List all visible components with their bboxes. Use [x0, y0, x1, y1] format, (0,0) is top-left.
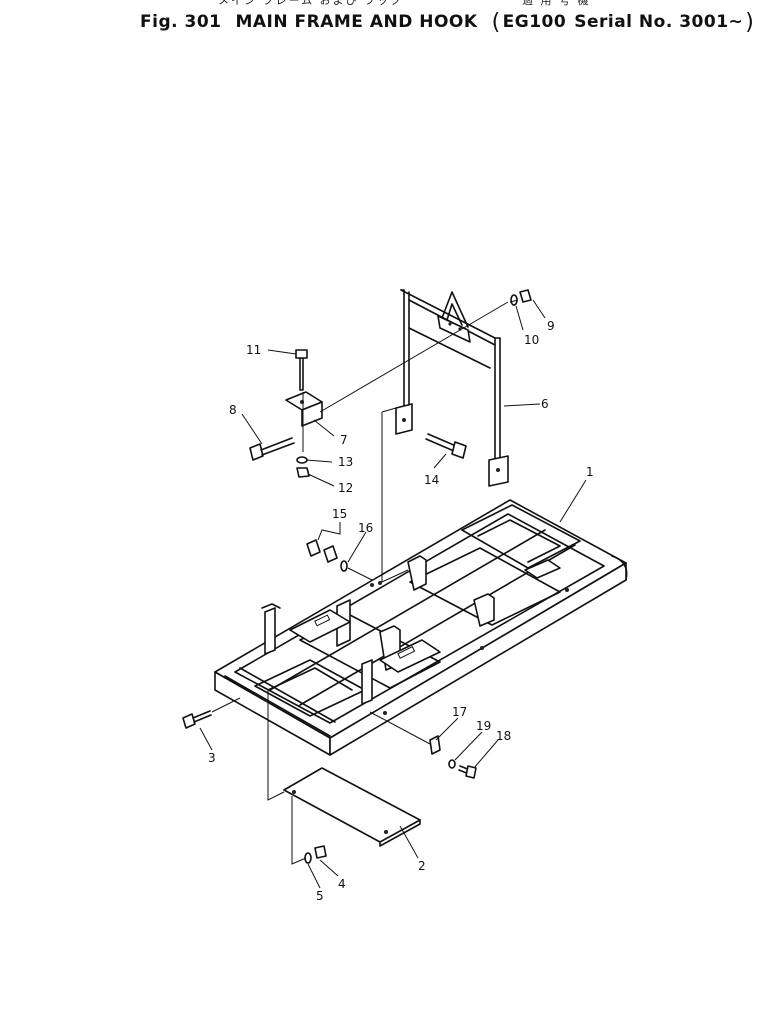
- cover-plate-part: [283, 767, 421, 847]
- callout-15: 15: [332, 507, 347, 521]
- callout-3: 3: [208, 751, 216, 765]
- callout-9: 9: [547, 319, 555, 333]
- callout-17: 17: [452, 705, 467, 719]
- serial-range: Serial No. 3001~: [574, 12, 744, 32]
- leader-lines: [199, 299, 587, 889]
- callout-10: 10: [524, 333, 539, 347]
- callout-18: 18: [496, 729, 511, 743]
- callout-13: 13: [338, 455, 353, 469]
- callout-6: 6: [541, 397, 549, 411]
- figure-title: MAIN FRAME AND HOOK: [235, 12, 478, 32]
- main-frame-part: [214, 499, 628, 756]
- assembly-lines: [211, 299, 519, 865]
- callout-14: 14: [424, 473, 439, 487]
- callout-11: 11: [246, 343, 261, 357]
- model-name: EG100: [502, 12, 567, 32]
- callout-12: 12: [338, 481, 353, 495]
- callout-16: 16: [358, 521, 373, 535]
- fasteners: [182, 289, 532, 864]
- callout-4: 4: [338, 877, 346, 891]
- callout-7: 7: [340, 433, 348, 447]
- figure-number: Fig. 301: [140, 12, 222, 32]
- figure-header: メイン フレーム および フック 適 用 号 機 Fig. 301 MAIN FR…: [0, 0, 778, 40]
- callout-2: 2: [418, 859, 426, 873]
- japanese-applicability-note: 適 用 号 機: [522, 0, 591, 7]
- callout-labels: 1 2 3 4 5 6 7 8 9 10 11 12 13 14 15 16 1…: [208, 319, 594, 903]
- japanese-title: メイン フレーム および フック: [218, 0, 404, 7]
- hook-frame-part: [395, 289, 509, 487]
- callout-8: 8: [229, 403, 237, 417]
- bracket-part: [285, 391, 323, 427]
- callout-19: 19: [476, 719, 491, 733]
- callout-1: 1: [586, 465, 594, 479]
- callout-5: 5: [316, 889, 324, 903]
